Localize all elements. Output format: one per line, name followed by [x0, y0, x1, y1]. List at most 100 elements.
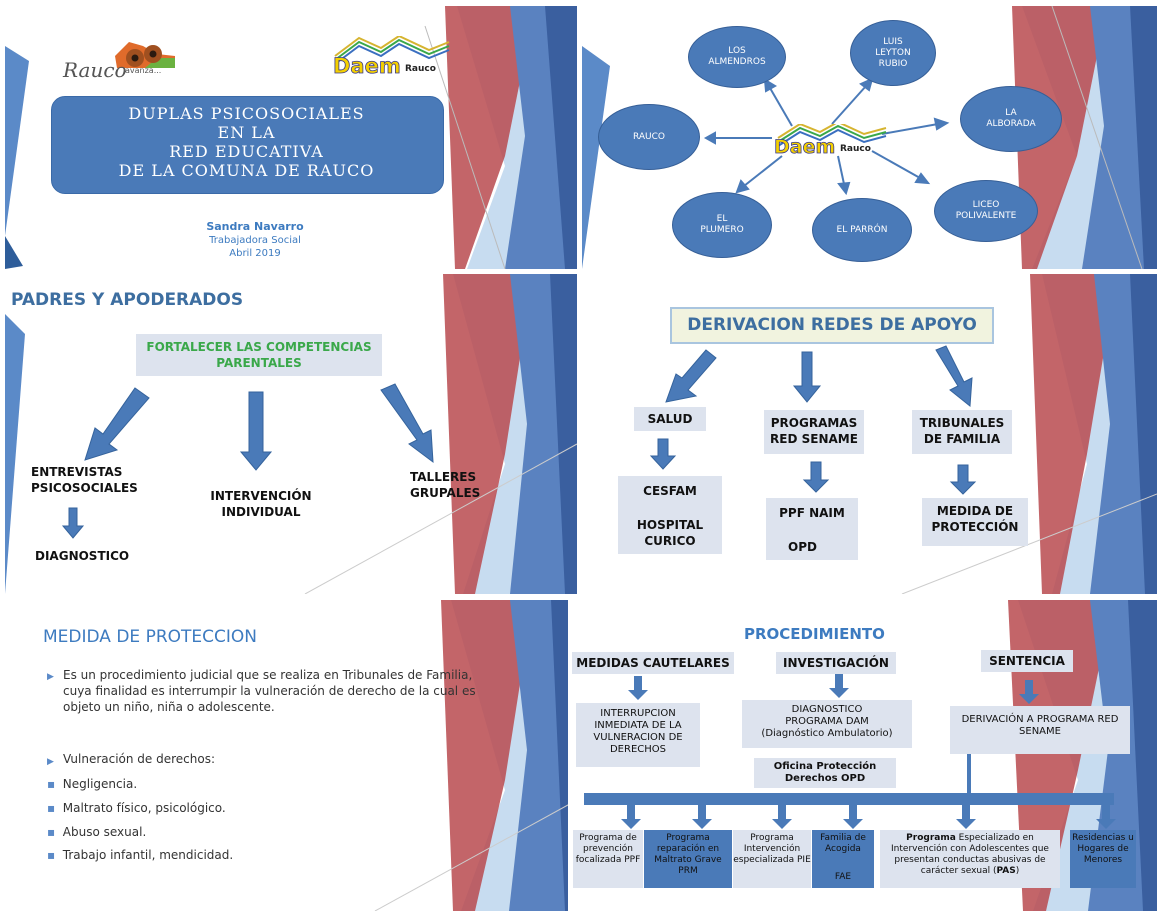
- opd-line-1: Oficina Protección: [773, 761, 877, 772]
- prm-program-text: Programa reparación en Maltrato Grave PR…: [654, 833, 722, 876]
- sentencia-header-box: [981, 650, 1073, 672]
- daem-logo: Daem Rauco: [329, 34, 454, 79]
- fae-program-box: [812, 830, 874, 888]
- procedimiento-title: PROCEDIMIENTO: [744, 625, 885, 643]
- title-line-2: EN LA: [217, 123, 276, 142]
- bullet-arrow-icon: ▶: [47, 672, 54, 682]
- vulneracion-item: ▪ Negligencia.: [47, 777, 137, 791]
- derivacion-title: DERIVACION REDES DE APOYO: [687, 315, 977, 335]
- derivacion-title-box: [670, 307, 994, 344]
- derivacion-sename-text: DERIVACIÓN A PROGRAMA RED SENAME: [961, 714, 1119, 737]
- slide-title: Rauco avanza... Daem Rauco DUPLAS PSICOS…: [5, 6, 577, 269]
- daem-logo-small: Rauco: [405, 64, 436, 74]
- rauco-logo-tag: avanza...: [125, 66, 162, 75]
- title-box: [51, 96, 444, 194]
- opd-label: OPD: [788, 540, 817, 554]
- diagnostico-dam-line-3: (Diagnóstico Ambulatorio): [761, 728, 893, 739]
- author-role: Trabajadora Social: [209, 235, 301, 246]
- cesfam-label: CESFAM: [643, 484, 697, 498]
- pas-program-text: Programa Especializado en Intervención c…: [882, 833, 1058, 877]
- residencias-text: Residencias u Hogares de Menores: [1072, 833, 1134, 865]
- cautelares-header-box: [572, 652, 734, 674]
- node-el-plumero: EL PLUMERO: [672, 192, 772, 258]
- opd-line-2: Derechos OPD: [784, 773, 866, 784]
- investigacion-header: INVESTIGACIÓN: [783, 656, 889, 670]
- pas-program-box: [880, 830, 1060, 888]
- ppf-program-text: Programa de prevención focalizada PPF: [575, 833, 641, 865]
- residencias-box: [1070, 830, 1136, 888]
- square-bullet-icon: ▪: [47, 801, 56, 815]
- pie-program-text: Programa Intervención especializada PIE: [733, 833, 811, 865]
- pas-bold: Programa: [906, 833, 956, 843]
- fortalecer-line-1: FORTALECER LAS COMPETENCIAS: [146, 340, 372, 354]
- node-liceo-polivalente: LICEO POLIVALENTE: [934, 180, 1038, 242]
- vulneracion-item: ▪ Trabajo infantil, mendicidad.: [47, 848, 233, 862]
- intervencion-line-1: INTERVENCIÓN: [210, 489, 312, 503]
- entrevistas-line-2: PSICOSOCIALES: [31, 481, 138, 495]
- programas-box: [764, 410, 864, 454]
- author-name: Sandra Navarro: [206, 220, 304, 233]
- vulneracion-label: Vulneración de derechos:: [63, 752, 216, 766]
- derivacion-sename-box: [950, 706, 1130, 754]
- cautelares-header: MEDIDAS CAUTELARES: [576, 656, 730, 670]
- hospital-line-1: HOSPITAL: [636, 518, 704, 532]
- opd-box: [754, 758, 896, 788]
- definition-paragraph: Es un procedimiento judicial que se real…: [63, 668, 476, 714]
- title-line-1: DUPLAS PSICOSOCIALES: [128, 104, 365, 123]
- interrupcion-text: INTERRUPCION INMEDIATA DE LA VULNERACION…: [593, 708, 683, 755]
- sentencia-header: SENTENCIA: [989, 654, 1065, 668]
- vulneracion-item: ▪ Abuso sexual.: [47, 825, 146, 839]
- vulneracion-item-text: Abuso sexual.: [62, 825, 147, 839]
- tribunales-line-2: DE FAMILIA: [923, 432, 1001, 446]
- fortalecer-box: [136, 334, 382, 376]
- programas-line-2: RED SENAME: [770, 432, 858, 446]
- interrupcion-box: [576, 703, 700, 767]
- tribunales-box: [912, 410, 1012, 454]
- node-la-alborada: LA ALBORADA: [960, 86, 1062, 152]
- talleres-line-1: TALLERES: [410, 470, 477, 484]
- hospital-line-2: CURICO: [644, 534, 696, 548]
- daem-logo-big: Daem: [333, 54, 402, 79]
- pas-abbr: PAS: [996, 866, 1016, 876]
- square-bullet-icon: ▪: [47, 848, 56, 862]
- slide-decoration: [649, 274, 1157, 594]
- slide-padres-apoderados: PADRES Y APODERADOS FORTALECER LAS COMPE…: [5, 274, 577, 594]
- ppf-program-box: [573, 830, 643, 888]
- fortalecer-line-2: PARENTALES: [216, 356, 302, 370]
- fae-program-line-2: FAE: [834, 872, 852, 882]
- prm-program-box: [644, 830, 732, 888]
- programas-line-1: PROGRAMAS: [770, 416, 858, 430]
- node-el-parron: EL PARRÓN: [812, 198, 912, 262]
- slide-decoration: [374, 600, 577, 911]
- investigacion-header-box: [776, 652, 896, 674]
- slide-procedimiento: PROCEDIMIENTO MEDIDAS CAUTELARES INVESTI…: [568, 600, 1157, 911]
- vulneracion-item-text: Maltrato físico, psicológico.: [62, 801, 226, 815]
- daem-center-big: Daem: [774, 136, 836, 159]
- entrevistas-line-1: ENTREVISTAS: [31, 465, 123, 479]
- square-bullet-icon: ▪: [47, 777, 56, 791]
- vulneracion-item-text: Negligencia.: [62, 777, 138, 791]
- padres-title: PADRES Y APODERADOS: [11, 290, 244, 310]
- slide-medida-proteccion: MEDIDA DE PROTECCION ▶ Es un procedimien…: [5, 600, 577, 911]
- rauco-logo-mark: [115, 42, 175, 68]
- bullet-arrow-icon: ▶: [47, 757, 54, 767]
- ppf-box: [766, 498, 858, 560]
- intervencion-line-2: INDIVIDUAL: [221, 505, 301, 519]
- fae-program-line-1: Familia de Acogida: [820, 833, 866, 854]
- salud-label: SALUD: [647, 412, 693, 426]
- diagnostico-label: DIAGNOSTICO: [35, 549, 130, 563]
- rauco-logo-script: Rauco: [63, 58, 127, 82]
- square-bullet-icon: ▪: [47, 825, 56, 839]
- medida-title: MEDIDA DE PROTECCION: [43, 627, 257, 647]
- title-text: DUPLAS PSICOSOCIALES EN LA RED EDUCATIVA…: [51, 104, 442, 180]
- tribunales-line-1: TRIBUNALES: [919, 416, 1005, 430]
- slide-school-network: LOS ALMENDROS LUIS LEYTON RUBIO LA ALBOR…: [582, 6, 1157, 269]
- slide-decoration: [5, 274, 577, 594]
- node-luis-leyton-rubio: LUIS LEYTON RUBIO: [850, 20, 936, 86]
- medida-box: [922, 498, 1028, 546]
- daem-logo-mountains: [334, 34, 450, 65]
- slide-derivacion: DERIVACION REDES DE APOYO SALUD PROGRAMA…: [582, 274, 1157, 594]
- vulneracion-item-text: Trabajo infantil, mendicidad.: [62, 848, 234, 862]
- daem-center-logo: Daem Rauco: [772, 120, 892, 164]
- title-line-3: RED EDUCATIVA: [169, 142, 324, 161]
